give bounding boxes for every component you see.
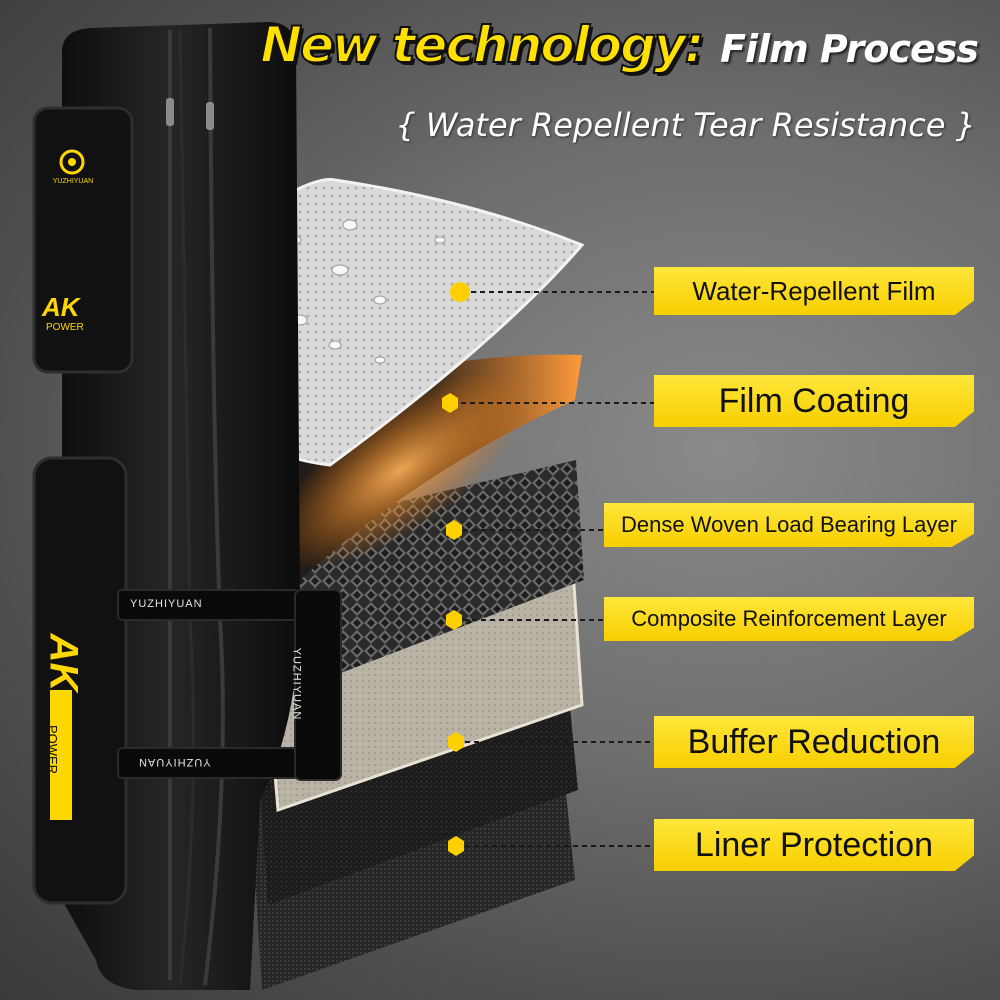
top-pouch bbox=[32, 106, 134, 374]
top-logo-word: POWER bbox=[46, 322, 84, 333]
label-water-repellent-film: Water-Repellent Film bbox=[654, 267, 974, 315]
rod-bag bbox=[32, 22, 342, 990]
zipper-pull-2 bbox=[206, 102, 214, 130]
callout-dot-6 bbox=[448, 836, 464, 856]
water-repellent-layer bbox=[238, 178, 585, 467]
side-strap bbox=[294, 589, 342, 781]
label-composite-reinforcement-layer: Composite Reinforcement Layer bbox=[604, 597, 974, 641]
callout-dot-1 bbox=[450, 282, 470, 302]
headline-secondary: Film Process bbox=[720, 27, 979, 71]
callout-dot-4 bbox=[446, 610, 462, 630]
power-stripe bbox=[50, 690, 72, 820]
top-logo-mark: AK bbox=[42, 292, 80, 322]
label-dense-woven-layer: Dense Woven Load Bearing Layer bbox=[604, 503, 974, 547]
callout-dot-2 bbox=[442, 393, 458, 413]
brand-logo-icon bbox=[59, 149, 85, 175]
pouch-brand-text: YUZHIYUAN bbox=[52, 178, 94, 185]
zipper-pull-1 bbox=[166, 98, 174, 126]
headline: New technology: Film Process bbox=[259, 15, 979, 75]
label-liner-protection: Liner Protection bbox=[654, 819, 974, 871]
coating-glow bbox=[272, 370, 528, 570]
callout-dot-3 bbox=[446, 520, 462, 540]
callout-dot-5 bbox=[448, 732, 464, 752]
label-film-coating: Film Coating bbox=[654, 375, 974, 427]
headline-primary: New technology: bbox=[259, 15, 705, 75]
headline-subtitle: { Water Repellent Tear Resistance } bbox=[395, 106, 976, 144]
label-buffer-reduction: Buffer Reduction bbox=[654, 716, 974, 768]
strap-brand-text: YUZHIYUAN bbox=[130, 598, 203, 610]
water-droplets bbox=[253, 219, 446, 405]
